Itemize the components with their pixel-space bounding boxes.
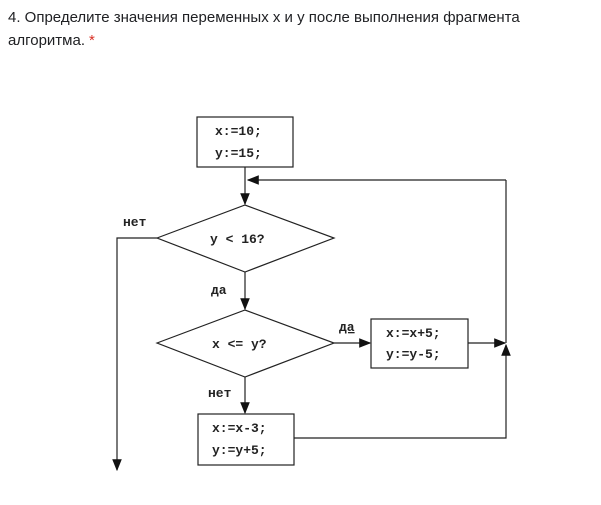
condition1-text: y < 16? bbox=[210, 232, 265, 247]
condition1-no-label: нет bbox=[123, 215, 147, 230]
no-block-line-2: y:=y+5; bbox=[212, 443, 267, 458]
no-block bbox=[197, 413, 295, 466]
condition1-yes-label: да bbox=[211, 283, 227, 298]
question-label: 4. Определите значения переменных x и y … bbox=[8, 9, 520, 49]
start-block bbox=[196, 116, 294, 168]
condition2-text: x <= y? bbox=[212, 337, 267, 352]
condition2-no-label: нет bbox=[208, 386, 232, 401]
question-text: 4. Определите значения переменных x и y … bbox=[8, 6, 593, 52]
yes-block bbox=[370, 318, 469, 369]
condition2-yes-label: да bbox=[339, 320, 355, 335]
no-block-line-1: x:=x-3; bbox=[212, 421, 267, 436]
start-line-2: y:=15; bbox=[215, 146, 262, 161]
condition1-diamond bbox=[155, 204, 336, 273]
arrow-no-block-out bbox=[294, 343, 511, 439]
yes-block-line-2: y:=y-5; bbox=[386, 347, 441, 362]
yes-block-line-1: x:=x+5; bbox=[386, 326, 441, 341]
start-line-1: x:=10; bbox=[215, 124, 262, 139]
exit-arrow bbox=[112, 237, 157, 472]
required-mark: * bbox=[89, 32, 95, 49]
